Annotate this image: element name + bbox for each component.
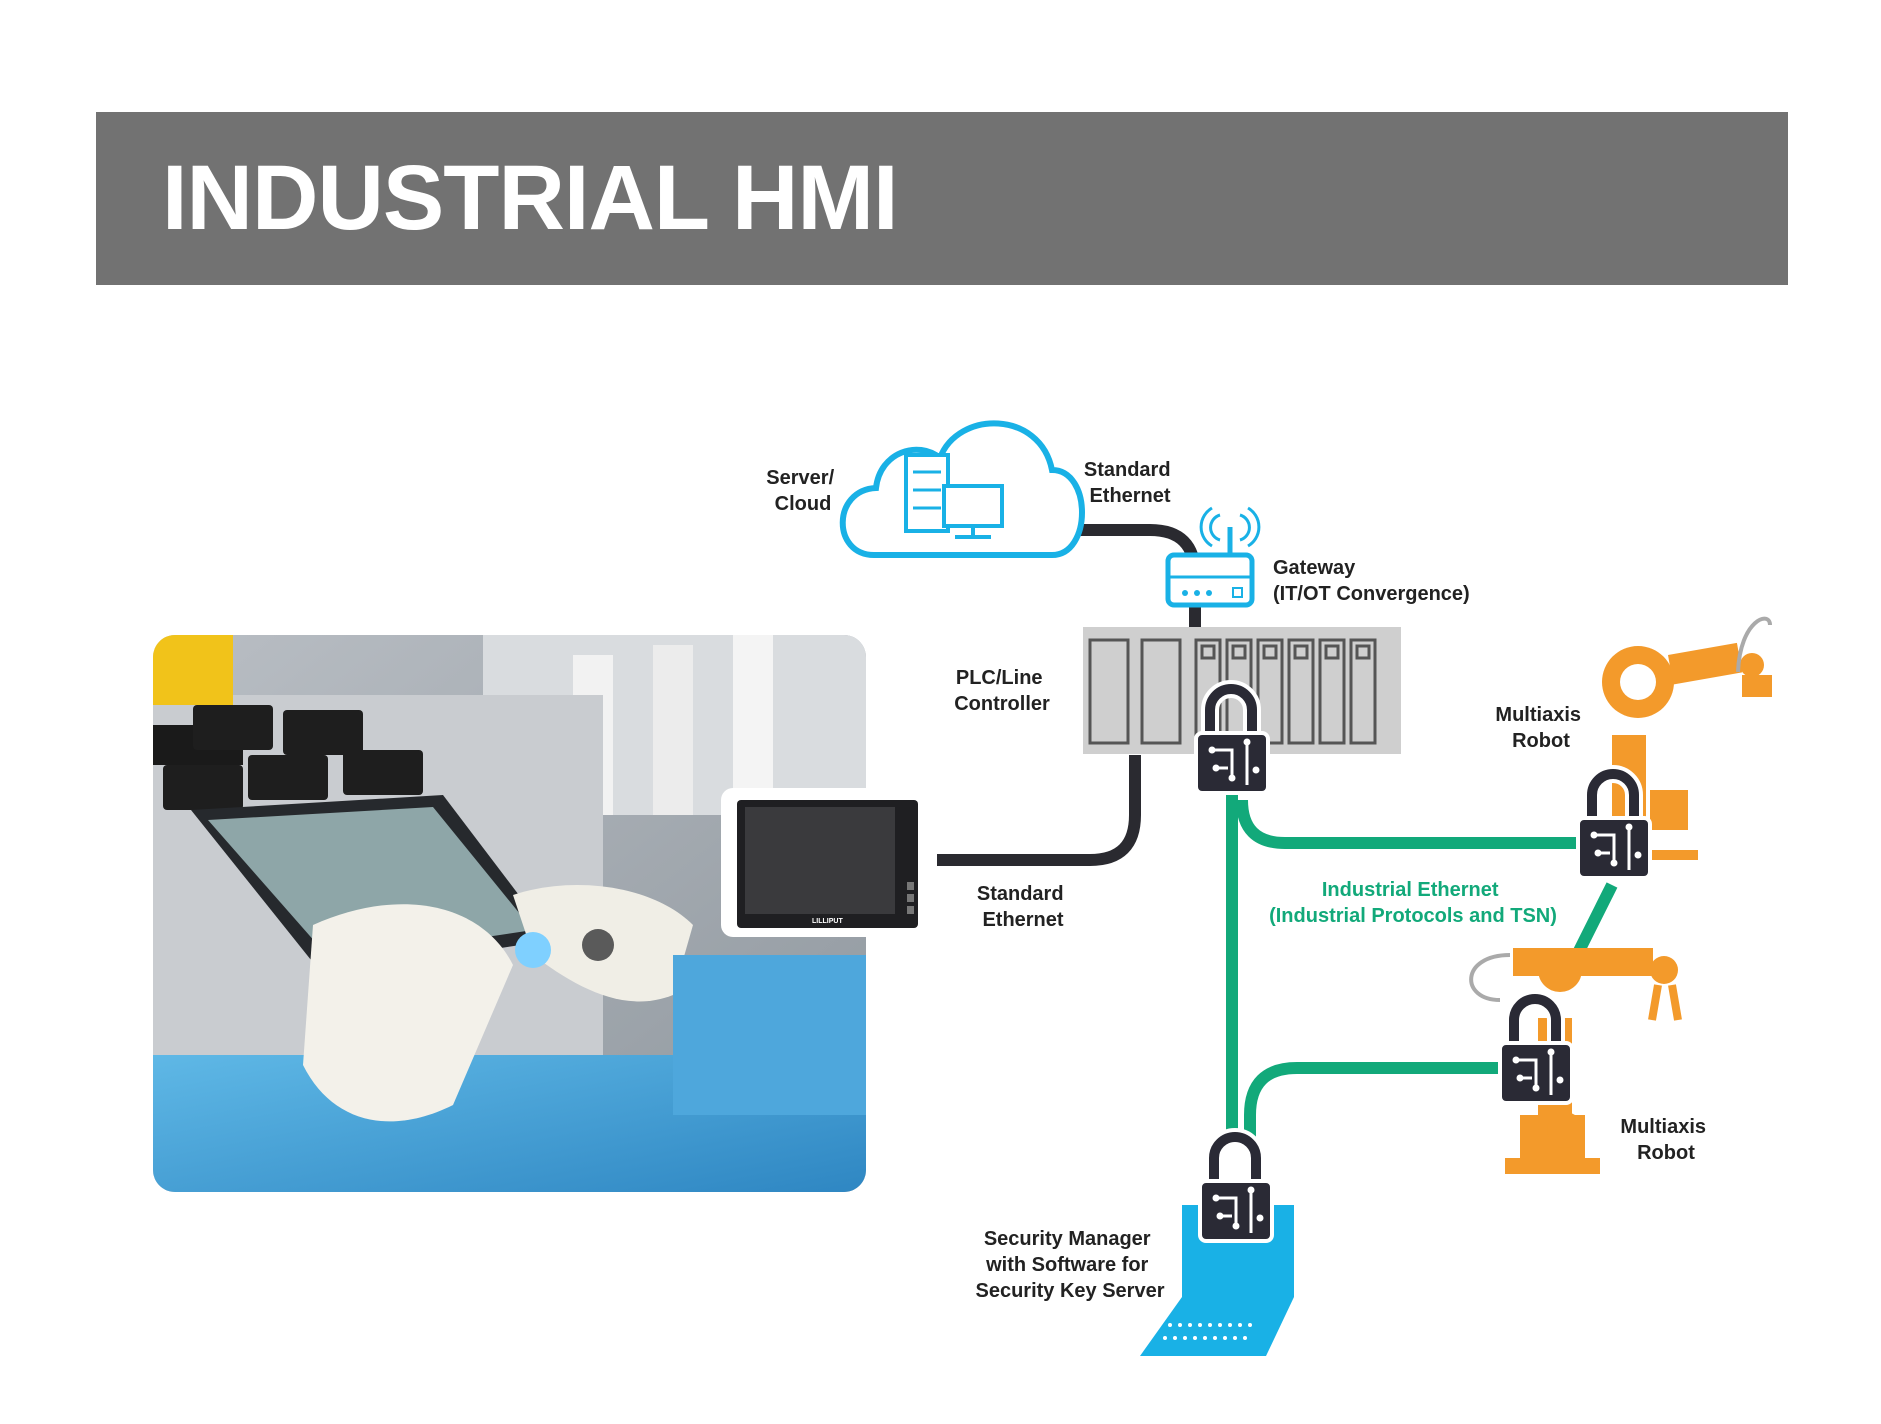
- robot2-label: Multiaxis Robot: [1620, 1116, 1711, 1164]
- padlock-icon-robot2: [1498, 990, 1574, 1105]
- padlock-icon-robot1: [1576, 765, 1652, 880]
- robot1-label: Multiaxis Robot: [1495, 704, 1586, 752]
- industrial-ethernet-label: Industrial Ethernet (Industrial Protocol…: [1269, 879, 1557, 927]
- page-title: INDUSTRIAL HMI: [162, 147, 899, 249]
- gateway-label: Gateway (IT/OT Convergence): [1273, 557, 1470, 605]
- padlock-icon-security: [1198, 1128, 1274, 1243]
- standard-ethernet-top-label: Standard Ethernet: [1084, 459, 1176, 507]
- security-manager-label: Security Manager with Software for Secur…: [975, 1228, 1164, 1302]
- laptop-icon: [1140, 1205, 1294, 1356]
- title-banner: INDUSTRIAL HMI: [96, 112, 1788, 285]
- hmi-brand-label: LILLIPUT: [812, 918, 843, 925]
- plc-label: PLC/Line Controller: [954, 667, 1050, 715]
- padlock-icon-plc: [1194, 680, 1270, 795]
- server-icon: [904, 453, 1004, 539]
- cable-security-robot2: [1244, 1062, 1505, 1150]
- hmi-device-icon: LILLIPUT: [721, 788, 921, 937]
- gateway-router-icon: [1165, 506, 1261, 608]
- cable-robot1-robot2: [1571, 882, 1618, 958]
- server-cloud-label: Server/ Cloud: [766, 467, 839, 515]
- cable-hmi-plc: [937, 755, 1141, 866]
- standard-ethernet-hmi-label: Standard Ethernet: [977, 883, 1069, 931]
- cable-plc-robot1: [1236, 799, 1590, 849]
